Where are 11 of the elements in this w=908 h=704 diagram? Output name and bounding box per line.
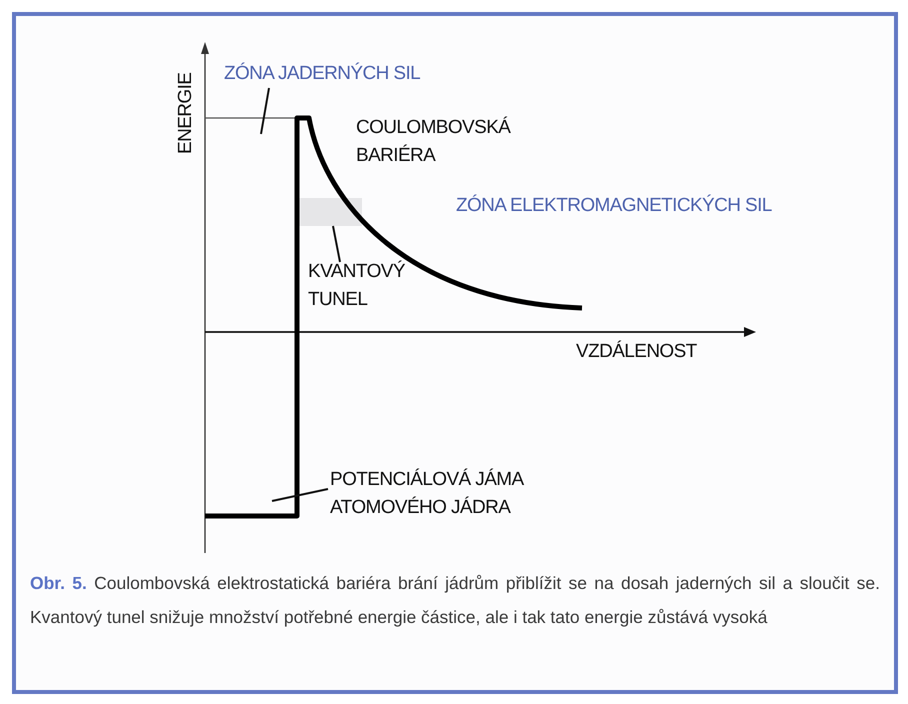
zone-label: COULOMBOVSKÁ BARIÉRA	[356, 116, 512, 168]
figure-caption: Obr. 5. Coulombovská elektrostatická bariéra brání jádrům přiblížit se na dosah jaderných sil a sloučit se. Kvantový tunel snižuje množství potřebné energie částice, ale i tak tato energie zůstává vysoká	[30, 572, 880, 629]
leader-line	[272, 488, 328, 502]
annotation-label: ZÓNA JADERNÝCH SIL	[224, 60, 420, 88]
annotation-label: POTENCIÁLOVÁ JÁMA ATOMOVÉHO JÁDRA	[330, 466, 570, 522]
leader-line	[260, 88, 270, 134]
annotation-label: KVANTOVÝ TUNEL	[308, 258, 418, 314]
axis-title: VZDÁLENOST	[576, 340, 697, 364]
zone-label: ZÓNA ELEKTROMAGNETICKÝCH SIL	[456, 194, 773, 218]
leader-line	[332, 226, 341, 262]
axis-title: ENERGIE	[174, 72, 197, 154]
